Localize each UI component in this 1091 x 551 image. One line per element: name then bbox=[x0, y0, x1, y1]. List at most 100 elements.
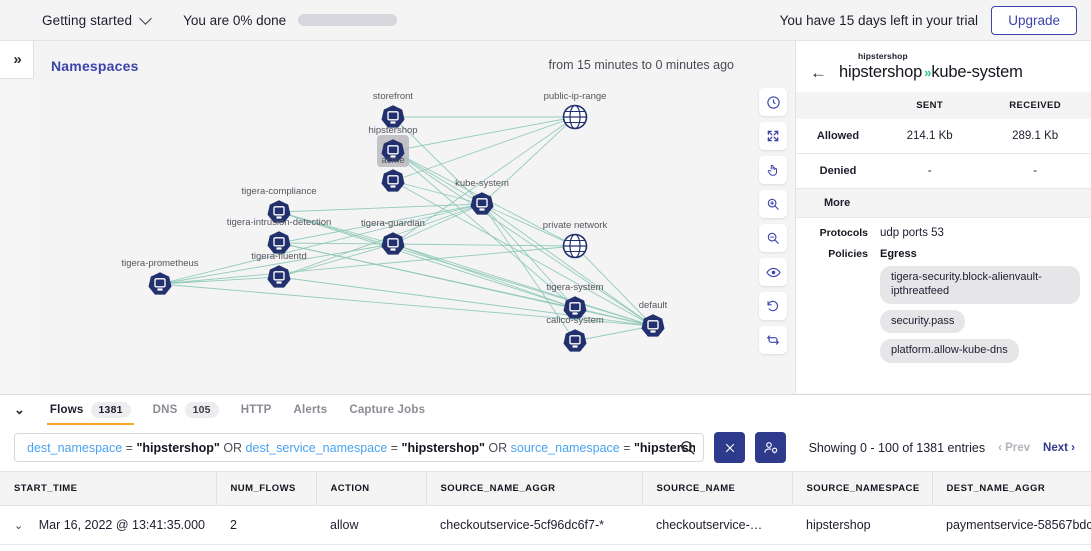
reset-button[interactable] bbox=[759, 292, 787, 320]
next-page-button[interactable]: Next › bbox=[1043, 441, 1075, 454]
table-header-row: SENT RECEIVED bbox=[796, 92, 1091, 119]
policy-chip[interactable]: tigera-security.block-alienvault-ipthrea… bbox=[880, 266, 1080, 304]
more-label: More bbox=[796, 188, 1091, 218]
protocols-value: udp ports 53 bbox=[880, 227, 944, 239]
upgrade-button[interactable]: Upgrade bbox=[991, 6, 1077, 35]
row-start-time: ⌄ Mar 16, 2022 @ 13:41:35.000 bbox=[0, 505, 216, 545]
pagination: Showing 0 - 100 of 1381 entries ‹ Prev N… bbox=[809, 441, 1077, 455]
double-chevron-right-icon: » bbox=[13, 51, 21, 68]
allowed-received-value: 289.1 Kb bbox=[979, 119, 1091, 154]
time-range-button[interactable] bbox=[759, 88, 787, 116]
flow-direction-icon: » bbox=[924, 65, 931, 80]
visibility-button[interactable] bbox=[759, 258, 787, 286]
col-received: RECEIVED bbox=[979, 92, 1091, 119]
search-icon[interactable] bbox=[679, 439, 696, 461]
double-chevron-down-icon[interactable]: ⌄ bbox=[14, 402, 25, 417]
graph-time-range-label: from 15 minutes to 0 minutes ago bbox=[548, 58, 734, 72]
policies-direction-label: Egress bbox=[880, 248, 917, 260]
detail-header: hipstershop ← hipstershop»kube-system bbox=[796, 41, 1091, 92]
tab-flows-count: 1381 bbox=[90, 401, 131, 418]
query-row: dest_namespace = "hipstershop" OR dest_s… bbox=[0, 424, 1091, 471]
progress-label: You are 0% done bbox=[183, 12, 287, 28]
policies-key: Policies bbox=[828, 248, 868, 260]
policies-value: Egress tigera-security.block-alienvault-… bbox=[880, 248, 1080, 369]
progress-bar bbox=[298, 14, 398, 26]
service-graph-panel[interactable]: Namespaces from 15 minutes to 0 minutes … bbox=[34, 41, 794, 393]
tab-bar: ⌄ Flows 1381 DNS 105 HTTP Alerts Capture… bbox=[0, 395, 1091, 425]
page-title: hipstershop»kube-system bbox=[839, 63, 1023, 82]
graph-canvas[interactable] bbox=[34, 41, 794, 393]
row-source-name: checkoutservice-… bbox=[642, 505, 792, 545]
flows-table: START_TIME NUM_FLOWS ACTION SOURCE_NAME_… bbox=[0, 471, 1091, 545]
graph-title: Namespaces bbox=[51, 58, 139, 74]
col-num-flows[interactable]: NUM_FLOWS bbox=[216, 471, 317, 506]
col-start-time[interactable]: START_TIME bbox=[0, 471, 217, 506]
col-action[interactable]: ACTION bbox=[316, 471, 427, 506]
detail-source: hipstershop bbox=[839, 63, 923, 81]
col-source-namespace[interactable]: SOURCE_NAMESPACE bbox=[792, 471, 933, 506]
tab-flows-label: Flows bbox=[49, 403, 84, 416]
row-label-denied: Denied bbox=[796, 153, 880, 189]
tab-http[interactable]: HTTP bbox=[230, 395, 283, 424]
tab-capture-jobs[interactable]: Capture Jobs bbox=[338, 395, 436, 424]
fullscreen-button[interactable] bbox=[759, 122, 787, 150]
bottom-panel: ⌄ Flows 1381 DNS 105 HTTP Alerts Capture… bbox=[0, 394, 1091, 551]
showing-entries-label: Showing 0 - 100 of 1381 entries bbox=[808, 440, 986, 455]
back-arrow-icon[interactable]: ← bbox=[810, 63, 827, 82]
protocols-key: Protocols bbox=[819, 227, 868, 239]
col-sent: SENT bbox=[880, 92, 980, 119]
expand-row-icon[interactable]: ⌄ bbox=[14, 520, 24, 532]
getting-started-label: Getting started bbox=[42, 12, 133, 28]
row-dest-name-aggr: paymentservice-58567bdc bbox=[932, 505, 1091, 545]
allowed-sent-value: 214.1 Kb bbox=[880, 119, 980, 154]
top-bar: Getting started You are 0% done You have… bbox=[0, 0, 1091, 41]
tab-dns[interactable]: DNS 105 bbox=[142, 395, 230, 424]
tab-dns-label: DNS bbox=[152, 403, 178, 416]
denied-received-value: - bbox=[979, 153, 1091, 189]
detail-context-label: hipstershop bbox=[858, 51, 908, 61]
table-row[interactable]: ⌄ Mar 16, 2022 @ 13:41:35.000 2 allow ch… bbox=[0, 505, 1091, 545]
row-source-name-aggr: checkoutservice-5cf96dc6f7-* bbox=[426, 505, 642, 545]
search-input[interactable]: dest_namespace = "hipstershop" OR dest_s… bbox=[14, 433, 704, 462]
search-input-value: dest_namespace = "hipstershop" OR dest_s… bbox=[27, 440, 695, 455]
tab-flows[interactable]: Flows 1381 bbox=[39, 395, 142, 425]
row-action: allow bbox=[316, 505, 426, 545]
traffic-summary-table: SENT RECEIVED Allowed 214.1 Kb 289.1 Kb … bbox=[796, 92, 1091, 218]
graph-toolbar[interactable] bbox=[759, 88, 787, 354]
table-row-allowed: Allowed 214.1 Kb 289.1 Kb bbox=[796, 119, 1091, 154]
prev-page-button[interactable]: ‹ Prev bbox=[998, 441, 1031, 454]
start-time-value: Mar 16, 2022 @ 13:41:35.000 bbox=[38, 518, 205, 532]
row-label-allowed: Allowed bbox=[796, 119, 880, 154]
flows-table-header-row: START_TIME NUM_FLOWS ACTION SOURCE_NAME_… bbox=[0, 471, 1091, 506]
zoom-in-button[interactable] bbox=[759, 190, 787, 218]
getting-started-dropdown[interactable]: Getting started bbox=[42, 12, 152, 28]
refresh-button[interactable] bbox=[759, 326, 787, 354]
more-section-header[interactable]: More bbox=[796, 188, 1091, 218]
sidebar-expand-button[interactable]: » bbox=[0, 41, 34, 79]
tab-alerts-label: Alerts bbox=[293, 403, 328, 416]
policies-row: Policies Egress tigera-security.block-al… bbox=[796, 239, 1091, 369]
tab-http-label: HTTP bbox=[240, 403, 272, 416]
tab-dns-count: 105 bbox=[184, 401, 219, 418]
trial-status-label: You have 15 days left in your trial bbox=[779, 12, 978, 28]
policy-chip[interactable]: platform.allow-kube-dns bbox=[880, 339, 1019, 363]
col-source-name[interactable]: SOURCE_NAME bbox=[642, 471, 793, 506]
detail-target: kube-system bbox=[931, 63, 1023, 81]
protocols-row: Protocols udp ports 53 bbox=[796, 218, 1091, 239]
denied-sent-value: - bbox=[880, 153, 980, 189]
row-source-namespace: hipstershop bbox=[792, 505, 932, 545]
col-source-name-aggr[interactable]: SOURCE_NAME_AGGR bbox=[426, 471, 643, 506]
user-settings-button[interactable] bbox=[755, 432, 786, 463]
tab-capture-jobs-label: Capture Jobs bbox=[349, 403, 426, 416]
clear-search-button[interactable] bbox=[714, 432, 745, 463]
detail-title-row: ← hipstershop»kube-system bbox=[796, 63, 1091, 82]
col-blank bbox=[796, 92, 880, 119]
col-dest-name-aggr[interactable]: DEST_NAME_AGGR bbox=[932, 471, 1091, 506]
tab-alerts[interactable]: Alerts bbox=[283, 395, 339, 424]
table-row-denied: Denied - - bbox=[796, 153, 1091, 189]
policy-chip[interactable]: security.pass bbox=[880, 309, 966, 334]
pan-button[interactable] bbox=[759, 156, 787, 184]
zoom-out-button[interactable] bbox=[759, 224, 787, 252]
chevron-down-icon bbox=[139, 12, 152, 25]
